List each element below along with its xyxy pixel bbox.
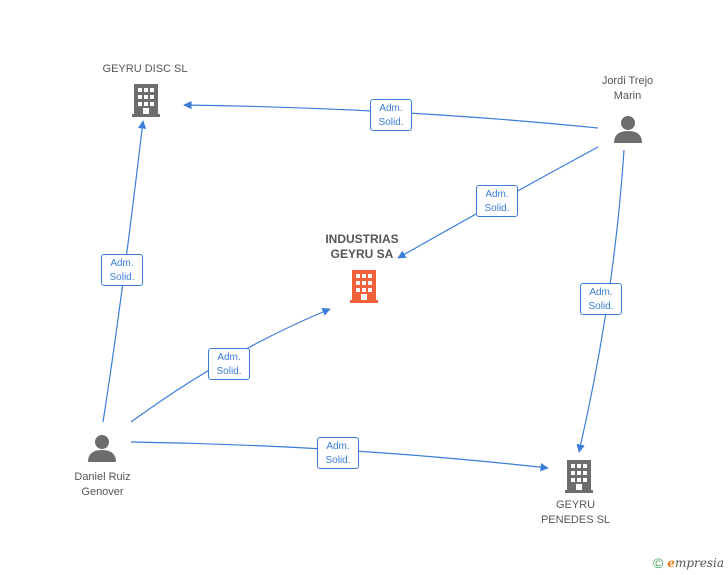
edge-label-jordi-geyru-disc: Adm. Solid. xyxy=(370,99,412,131)
brand-initial: e xyxy=(667,556,675,570)
edge-label-daniel-industrias: Adm. Solid. xyxy=(208,348,250,380)
edge-label-line: Adm. xyxy=(485,189,509,200)
node-label-jordi[interactable]: Jordi Trejo Marin xyxy=(601,75,654,102)
edge-label-line: Adm. xyxy=(589,287,613,298)
edge-label-daniel-geyru-disc: Adm. Solid. xyxy=(101,254,143,286)
edge-label-line: Adm. xyxy=(379,103,403,114)
brand-rest: mpresia xyxy=(674,556,724,570)
edge-label-line: Adm. xyxy=(326,441,350,452)
edge-label-line: Solid. xyxy=(325,455,351,466)
person-icon xyxy=(88,435,116,462)
edge-label-line: Solid. xyxy=(109,272,135,283)
edge-label-line: Adm. xyxy=(217,352,241,363)
edge-label-line: Solid. xyxy=(484,203,510,214)
node-label-geyru-penedes[interactable]: GEYRU PENEDES SL xyxy=(540,499,611,526)
footer-brand: © empresia xyxy=(653,555,724,571)
node-label-geyru-disc[interactable]: GEYRU DISC SL xyxy=(102,63,188,75)
edge-label-line: Solid. xyxy=(378,117,404,128)
edge-label-line: Solid. xyxy=(216,366,242,377)
brand-logo[interactable]: empresia xyxy=(667,556,724,570)
copyright-icon: © xyxy=(652,555,664,571)
edge-label-daniel-geyru-penedes: Adm. Solid. xyxy=(317,437,359,469)
building-icon xyxy=(565,460,593,493)
node-label-daniel[interactable]: Daniel Ruiz Genover xyxy=(74,471,131,498)
edge-label-jordi-geyru-penedes: Adm. Solid. xyxy=(580,283,622,315)
edge-label-line: Adm. xyxy=(110,258,134,269)
edge-label-line: Solid. xyxy=(588,301,614,312)
person-icon xyxy=(614,116,642,143)
node-label-industrias[interactable]: INDUSTRIAS GEYRU SA xyxy=(325,232,399,261)
edge-label-jordi-industrias: Adm. Solid. xyxy=(476,185,518,217)
building-main-icon xyxy=(350,270,378,303)
building-icon xyxy=(132,84,160,117)
